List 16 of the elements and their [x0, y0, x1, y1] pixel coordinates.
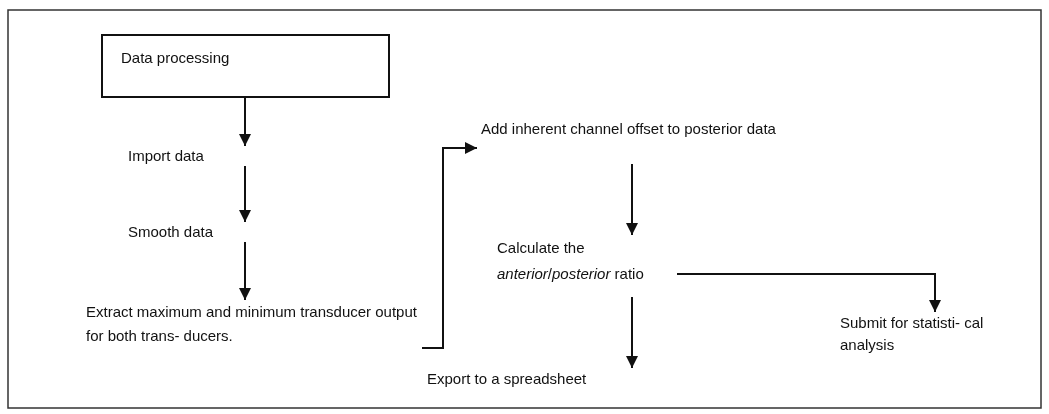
- arrow: [626, 296, 638, 369]
- step-text: Add inherent channel offset to posterior data: [481, 119, 777, 139]
- step-text: Submit for statisti- cal analysis: [840, 313, 985, 355]
- arrow: [421, 142, 478, 349]
- arrow: [676, 273, 941, 313]
- step-text: Data processing: [121, 48, 231, 68]
- step-text: Export to a spreadsheet: [427, 369, 588, 389]
- step-text: Extract maximum and minimum transducer output for both trans- ducers.: [86, 302, 418, 346]
- arrow: [239, 165, 251, 223]
- step-text: Import data: [128, 146, 205, 166]
- arrow: [239, 241, 251, 301]
- step-text: Smooth data: [128, 222, 215, 242]
- step-text: Calculate the anterior/posterior ratio: [497, 238, 645, 284]
- heading-box: [101, 34, 390, 98]
- arrow: [626, 163, 638, 236]
- arrow: [239, 97, 251, 147]
